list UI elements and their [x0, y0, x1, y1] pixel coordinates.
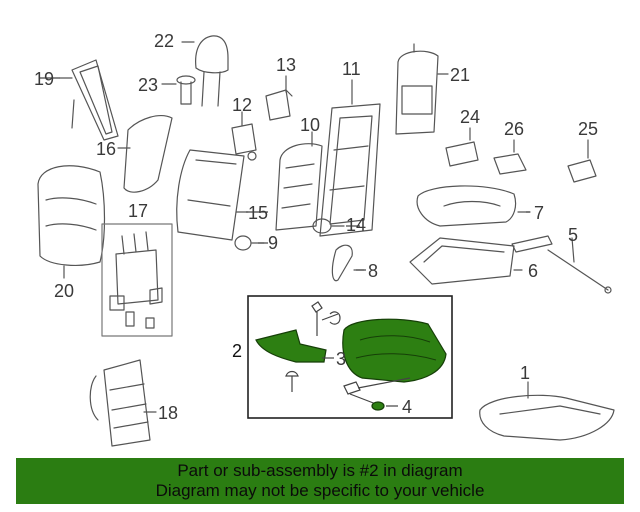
callout-18: 18 [158, 403, 179, 423]
part-24-clip [445, 127, 479, 167]
callout-15: 15 [248, 203, 269, 223]
callout-3: 3 [336, 349, 347, 369]
callout-24: 24 [460, 107, 481, 127]
info-banner: Part or sub-assembly is #2 in diagram Di… [16, 458, 624, 504]
callout-23: 23 [138, 75, 159, 95]
callout-8: 8 [368, 261, 379, 281]
callout-19: 19 [34, 69, 55, 89]
part-17-module-box [101, 223, 173, 337]
part-11-back-frame [319, 79, 381, 237]
callout-21: 21 [450, 65, 471, 85]
callout-20: 20 [54, 281, 75, 301]
callout-26: 26 [504, 119, 525, 139]
part-15-back-cover [176, 149, 249, 241]
part-18-seat-frame [89, 359, 157, 447]
callout-14: 14 [346, 215, 367, 235]
part-25-bracket [567, 139, 597, 183]
banner-line-1: Part or sub-assembly is #2 in diagram [177, 461, 463, 480]
callout-5: 5 [568, 225, 579, 245]
callout-16: 16 [96, 139, 117, 159]
callout-1: 1 [520, 363, 531, 383]
banner-line-2: Diagram may not be specific to your vehi… [155, 481, 485, 500]
callout-7: 7 [534, 203, 545, 223]
part-21-rear-panel [395, 43, 449, 135]
part-5-rail [511, 235, 612, 294]
callout-11: 11 [342, 59, 361, 79]
part-10-spring-mat [275, 131, 323, 231]
part-14-knob [312, 218, 345, 234]
part-20-backrest [37, 165, 106, 279]
part-13-bracket [265, 75, 293, 121]
part-23-guide [161, 75, 196, 105]
callout-4: 4 [402, 397, 413, 417]
detail-box [247, 295, 453, 419]
callout-6: 6 [528, 261, 539, 281]
part-4-cable [343, 377, 411, 411]
callout-9: 9 [268, 233, 279, 253]
part-1-base [479, 381, 615, 441]
part-19-frame [59, 59, 119, 141]
part-16-side-panel [117, 115, 173, 193]
part-8-trim [331, 244, 365, 282]
part-26-clip [493, 139, 527, 175]
callout-17: 17 [128, 201, 149, 221]
part-6-seat-pan [409, 237, 523, 285]
part-12-plate [231, 111, 257, 161]
part-2-highlighted-trim [255, 329, 327, 363]
part-22-headrest [181, 35, 229, 107]
callout-10: 10 [300, 115, 321, 135]
callout-13: 13 [276, 55, 297, 75]
callout-22: 22 [154, 31, 175, 51]
part-7-cushion [416, 185, 531, 227]
part-3-bolt [285, 301, 341, 392]
part-cushion-highlighted [342, 318, 447, 383]
callout-25: 25 [578, 119, 599, 139]
callout-2: 2 [232, 341, 243, 361]
callout-12: 12 [232, 95, 253, 115]
